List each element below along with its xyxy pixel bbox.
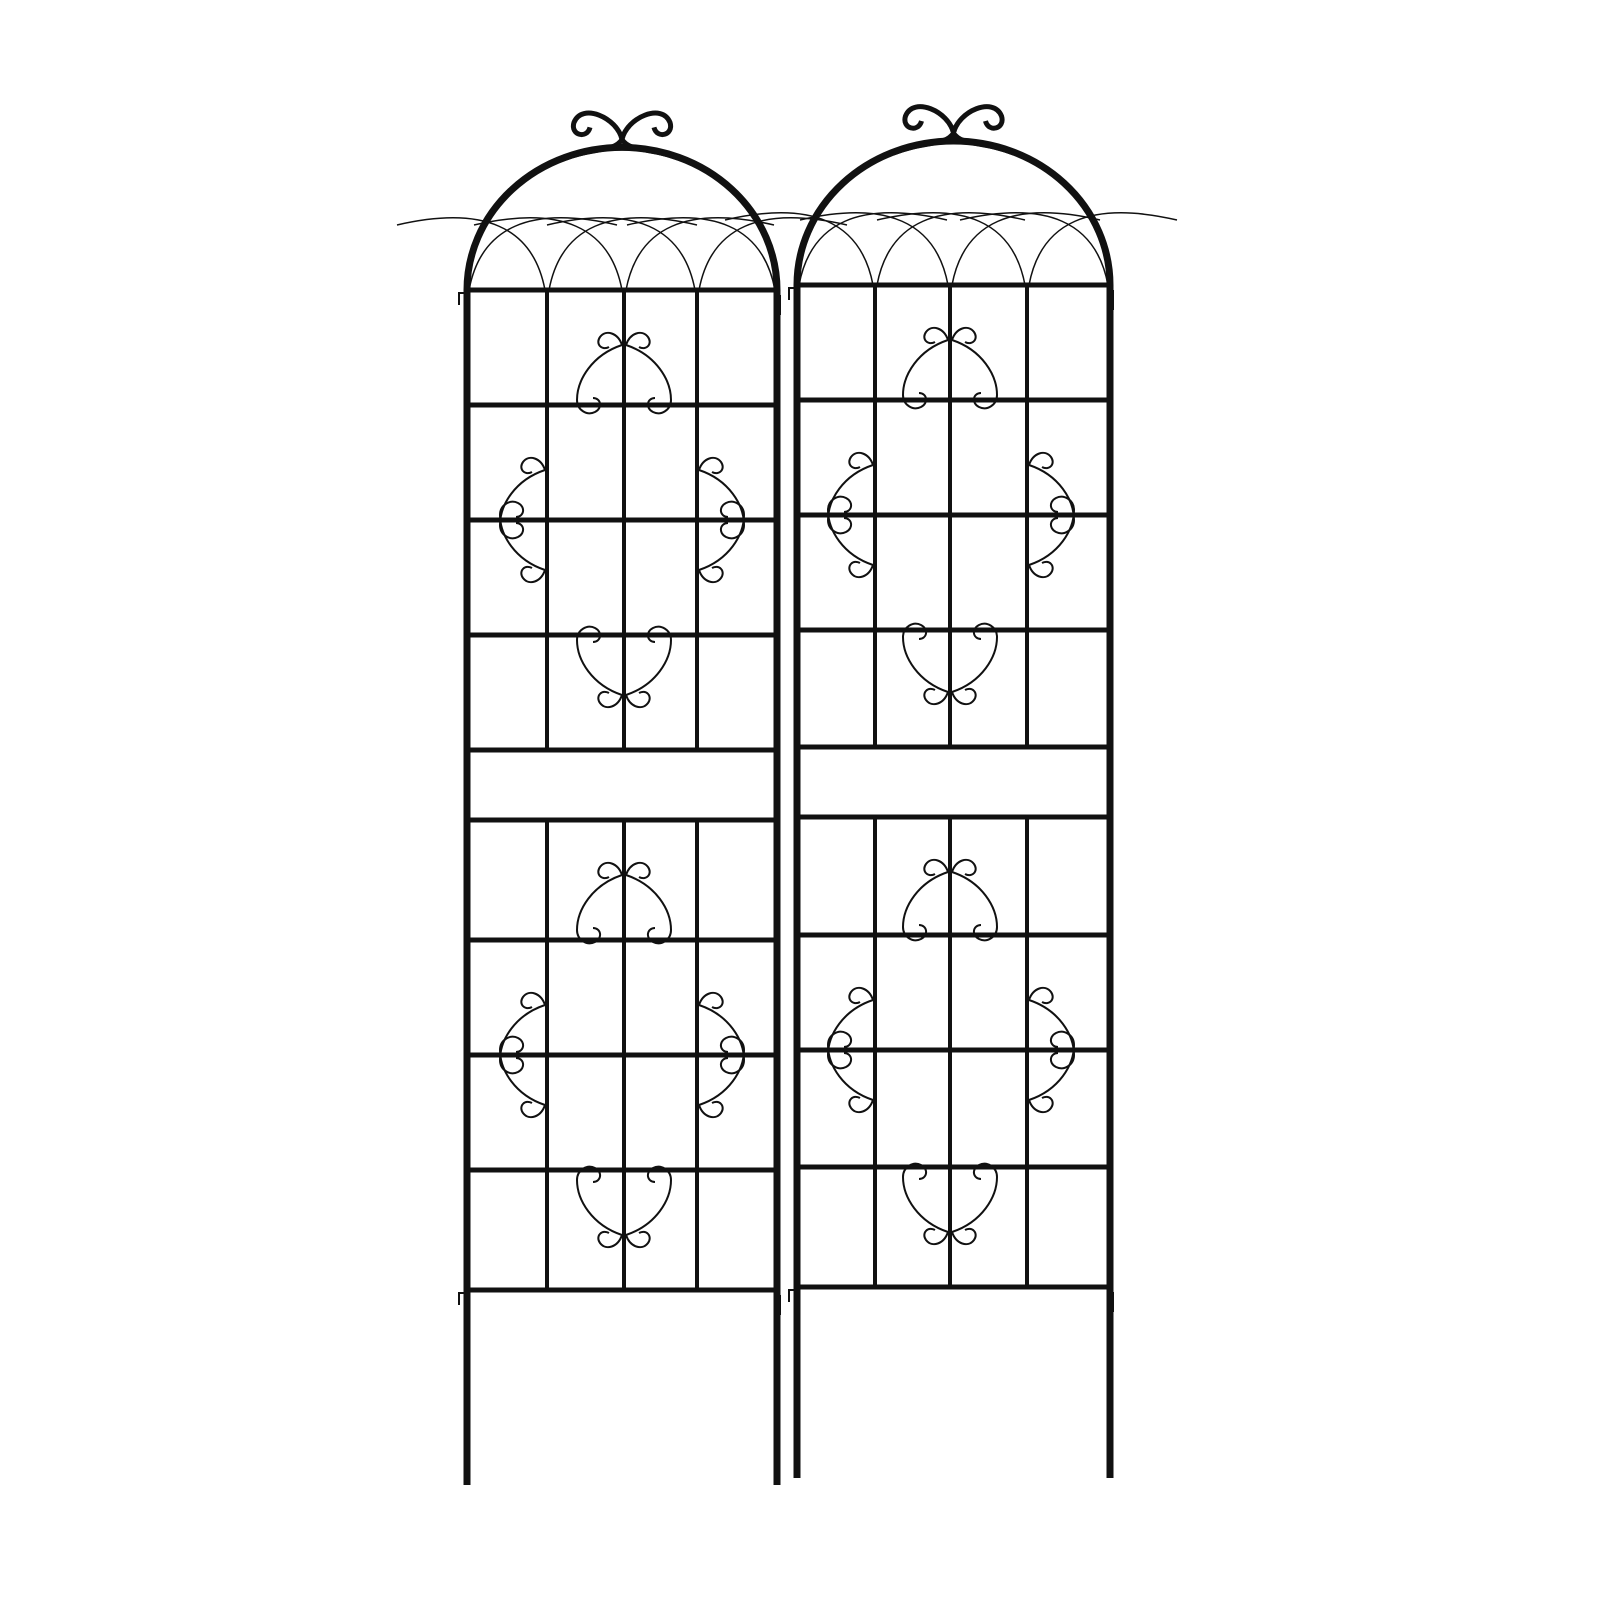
connector-clip: [1107, 290, 1114, 310]
connector-hook: [458, 292, 469, 1305]
arch-lattice-arc: [396, 217, 546, 291]
arch-lattice-arc: [473, 217, 623, 291]
scroll-ornament: [625, 625, 673, 709]
scroll-ornament: [951, 1162, 999, 1246]
scroll-ornament: [698, 1035, 746, 1119]
arch-lattice-arc: [798, 212, 948, 286]
connector-hook: [788, 287, 799, 1302]
scroll-ornament: [625, 1165, 673, 1249]
scroll-ornament: [575, 1165, 623, 1249]
scroll-ornament: [901, 858, 949, 942]
scroll-ornament: [826, 1030, 874, 1114]
scroll-ornament: [575, 331, 623, 415]
arch-lattice-arc: [626, 217, 776, 291]
arch-lattice-arc: [799, 212, 949, 286]
arch-lattice-arc: [1028, 212, 1178, 286]
arch-lattice-arc: [876, 212, 1026, 286]
scroll-ornament: [826, 495, 874, 579]
scroll-ornament: [575, 861, 623, 945]
trellis-panel-2: [724, 104, 1178, 1478]
finial-scroll: [892, 104, 1015, 156]
arch-lattice-arc: [724, 212, 874, 286]
arch-lattice-arc: [468, 217, 618, 291]
arch-lattice-arc: [951, 212, 1101, 286]
finial-scroll: [561, 110, 683, 162]
scroll-ornament: [901, 1162, 949, 1246]
arch-lattice-arc: [959, 212, 1109, 286]
frame-outer: [793, 137, 1114, 1478]
arch-lattice-arc: [625, 217, 775, 291]
scroll-ornament: [625, 861, 673, 945]
scroll-ornament: [575, 625, 623, 709]
scroll-ornament: [1028, 495, 1076, 579]
scroll-ornament: [951, 326, 999, 410]
connector-clip: [1107, 1292, 1114, 1312]
scroll-ornament: [901, 622, 949, 706]
scroll-ornament: [901, 326, 949, 410]
scroll-ornament: [625, 331, 673, 415]
scroll-ornament: [498, 1035, 546, 1119]
scroll-ornament: [951, 858, 999, 942]
arch-lattice-arc: [548, 217, 698, 291]
scroll-ornament: [1028, 1030, 1076, 1114]
arch-lattice-arc: [546, 217, 696, 291]
connector-clip: [774, 1295, 781, 1315]
scroll-ornament: [698, 500, 746, 584]
trellis-panels: [396, 104, 1178, 1485]
scroll-ornament: [498, 500, 546, 584]
scroll-ornament: [951, 622, 999, 706]
trellis-panel-1: [396, 110, 848, 1485]
frame-outer: [463, 143, 781, 1485]
connector-clip: [774, 295, 781, 315]
